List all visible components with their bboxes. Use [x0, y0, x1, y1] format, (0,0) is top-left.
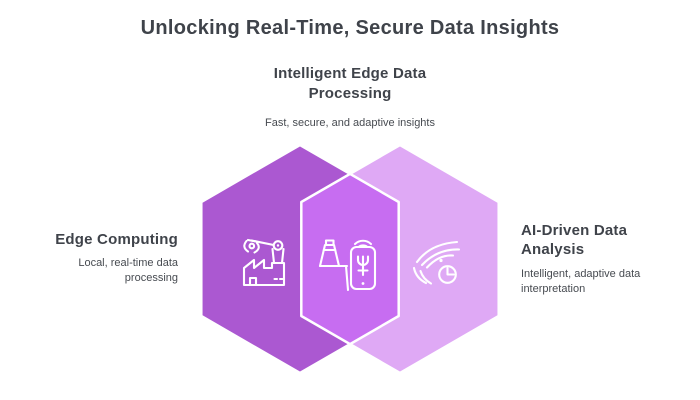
data-insight-flow-icon	[412, 240, 461, 285]
page-title: Unlocking Real-Time, Secure Data Insight…	[140, 17, 560, 39]
left-node-label: Edge Computing Local, real-time data pro…	[28, 230, 178, 286]
right-node-title: AI-Driven Data Analysis	[521, 222, 628, 258]
left-node-subtitle: Local, real-time data processing	[78, 257, 178, 284]
left-node-title: Edge Computing	[55, 231, 178, 248]
center-node-label: Intelligent Edge Data Processing Fast, s…	[240, 64, 460, 131]
factory-automation-icon	[242, 238, 286, 287]
right-node-subtitle: Intelligent, adaptive data interpretatio…	[521, 268, 641, 295]
left-hexagon-outline	[200, 143, 400, 375]
center-node-subtitle: Fast, secure, and adaptive insights	[265, 117, 435, 129]
right-node-label: AI-Driven Data Analysis Intelligent, ada…	[521, 221, 661, 297]
smart-connected-device-icon	[318, 239, 377, 292]
right-hexagon-outline	[300, 143, 500, 375]
center-node-title: Intelligent Edge Data Processing	[273, 65, 427, 102]
